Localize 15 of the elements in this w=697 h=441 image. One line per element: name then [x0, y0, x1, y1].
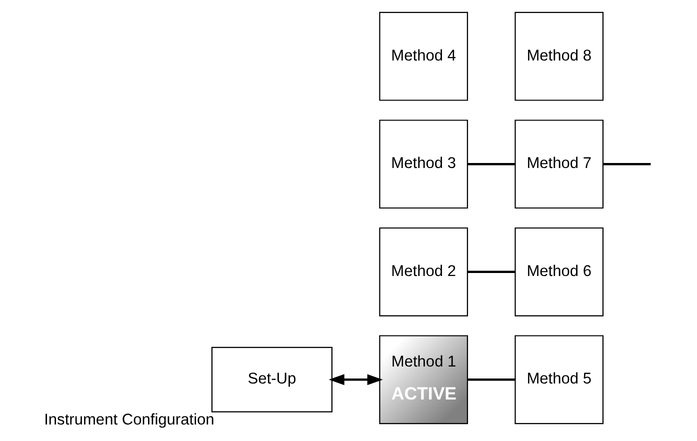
node-label: Instrument Configuration [44, 411, 214, 428]
node-box: Set-Up [210, 346, 332, 412]
connector [467, 270, 515, 273]
connector [467, 378, 515, 381]
node-box: Method 5 [514, 335, 604, 424]
node-box: Method 7 [514, 120, 604, 209]
node-box: Method 1 ACTIVE [378, 335, 468, 424]
node-box: Method 6 [514, 227, 604, 316]
connector [602, 163, 650, 166]
node-box: Method 8 [514, 12, 604, 101]
node-box: Method 3 [378, 120, 468, 209]
node-box: Method 2 [378, 227, 468, 316]
connector [467, 163, 515, 166]
arrow [328, 374, 382, 386]
node-box: Method 4 [378, 12, 468, 101]
